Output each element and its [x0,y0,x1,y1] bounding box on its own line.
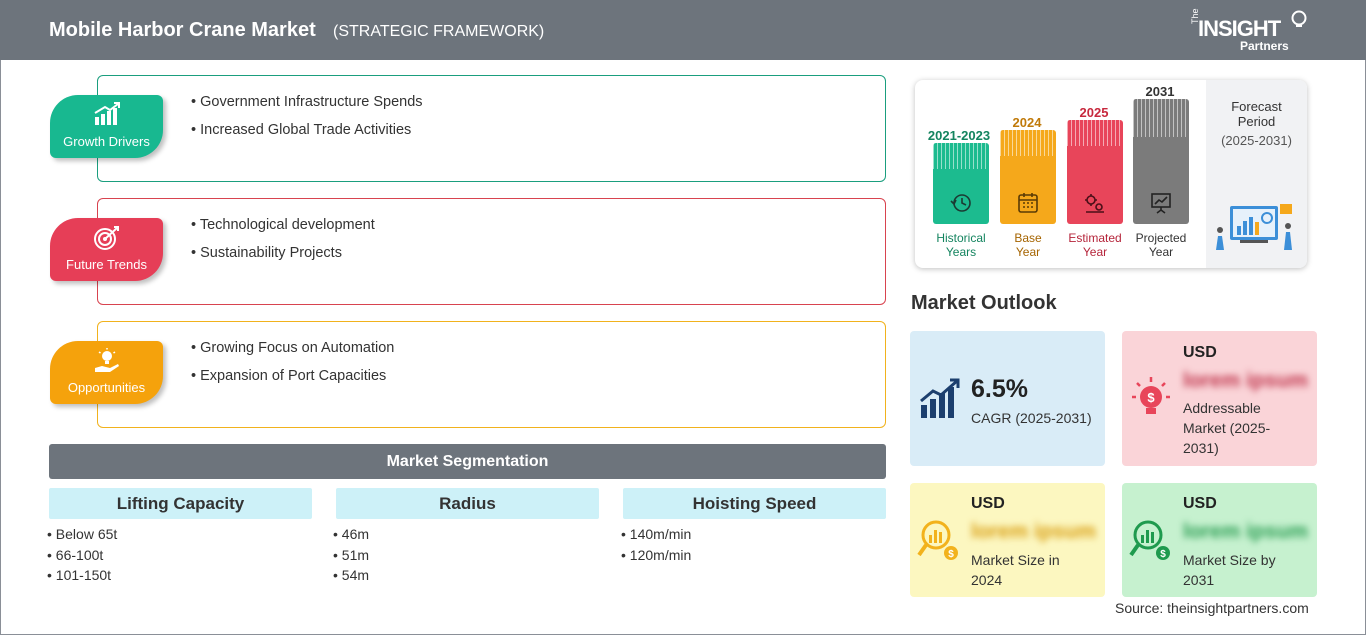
opportunities-badge: Opportunities [50,341,163,404]
presentation-icon [1151,193,1171,214]
opportunities-list: Growing Focus on Automation Expansion of… [191,340,394,396]
lifting-capacity-list: Below 65t 66-100t 101-150t [47,526,117,588]
opportunities-box: Growing Focus on Automation Expansion of… [97,321,886,428]
timeline-bar-base [1000,130,1056,224]
dollar-bulb-icon: $ [1132,377,1170,414]
badge-label: Growth Drivers [63,134,150,149]
addressable-market-card: USD lorem ipsum $ Addressable Market (20… [1122,331,1317,466]
timeline-year: 2021-2023 [927,128,991,143]
calendar-icon [1018,193,1038,213]
list-item: Below 65t [47,526,117,547]
cagr-value: 6.5% [971,375,1028,403]
list-item: 120m/min [621,547,691,568]
list-item: 46m [333,526,369,547]
market-size-2024-card: USD lorem ipsum $ Market Size in 2024 [910,483,1105,597]
market-size-2024-description: Market Size in 2024 [971,552,1060,588]
svg-text:$: $ [948,549,954,560]
list-item: 66-100t [47,547,117,568]
radius-list: 46m 51m 54m [333,526,369,588]
forecast-period: (2025-2031) [1221,133,1292,148]
page-title: Mobile Harbor Crane Market [49,19,316,41]
logo-bulb-icon [1291,10,1307,27]
svg-text:$: $ [1147,390,1155,405]
badge-label: Opportunities [67,380,146,395]
future-trends-list: Technological development Sustainability… [191,217,375,273]
cagr-label: CAGR (2025-2031) [971,410,1092,426]
list-item: 51m [333,547,369,568]
source-link[interactable]: Source: theinsightpartners.com [1115,600,1309,616]
growth-bars-icon [920,378,960,418]
segment-heading-radius: Radius [336,488,599,519]
timeline-label: Base Year [1014,231,1042,259]
future-trends-badge: Future Trends [50,218,163,281]
timeline-card: 2021-2023 Historical Years 2024 Base Yea… [915,80,1307,268]
target-icon [94,226,119,250]
insight-partners-logo[interactable]: The INSIGHT Partners [1190,8,1310,54]
market-size-2031-value: lorem ipsum [1183,520,1308,543]
list-item: Growing Focus on Automation [191,340,394,368]
header-bar: Mobile Harbor Crane Market (STRATEGIC FR… [0,0,1366,60]
list-item: 101-150t [47,567,117,588]
list-item: Technological development [191,217,375,245]
magnifier-chart-icon: $ [917,520,958,560]
timeline-year: 2025 [1079,105,1109,120]
timeline-bar-historical [933,143,989,224]
lightbulb-hand-icon [95,348,119,372]
svg-text:$: $ [1160,549,1166,560]
list-item: 140m/min [621,526,691,547]
growth-drivers-list: Government Infrastructure Spends Increas… [191,94,423,150]
timeline-bar-projected [1133,99,1189,224]
growth-drivers-box: Government Infrastructure Spends Increas… [97,75,886,182]
market-size-2031-card: USD lorem ipsum $ Market Size by 2031 [1122,483,1317,597]
future-trends-box: Technological development Sustainability… [97,198,886,305]
timeline-year: 2031 [1145,84,1175,99]
timeline-bar-estimated [1067,120,1123,224]
hoisting-speed-list: 140m/min 120m/min [621,526,691,567]
segment-heading-lifting-capacity: Lifting Capacity [49,488,312,519]
history-icon [950,194,971,212]
magnifier-chart-icon: $ [1129,520,1170,560]
list-item: Expansion of Port Capacities [191,368,394,396]
currency-label: USD [1183,495,1217,512]
timeline-year: 2024 [1012,115,1042,130]
market-size-2031-description: Market Size by 2031 [1183,552,1276,588]
market-outlook-title: Market Outlook [911,292,1057,314]
timeline-label: Estimated Year [1068,231,1122,259]
segmentation-title: Market Segmentation [49,444,886,479]
addressable-value: lorem ipsum [1183,369,1308,392]
list-item: Government Infrastructure Spends [191,94,422,122]
gears-icon [1085,194,1104,213]
segment-heading-hoisting-speed: Hoisting Speed [623,488,886,519]
badge-label: Future Trends [66,257,147,272]
market-size-2024-value: lorem ipsum [971,520,1096,543]
page-subtitle: (STRATEGIC FRAMEWORK) [333,23,545,40]
list-item: Increased Global Trade Activities [191,122,423,150]
currency-label: USD [1183,344,1217,361]
currency-label: USD [971,495,1005,512]
forecast-panel: Forecast Period (2025-2031) [1206,80,1307,268]
list-item: 54m [333,567,369,588]
growth-drivers-badge: Growth Drivers [50,95,163,158]
forecast-title: Forecast Period [1231,99,1282,129]
cagr-card: 6.5% CAGR (2025-2031) [910,331,1105,466]
addressable-description: Addressable Market (2025- 2031) [1183,400,1271,456]
list-item: Sustainability Projects [191,245,375,273]
timeline-label: Projected Year [1135,231,1187,259]
timeline-label: Historical Years [936,231,986,259]
analysts-illustration-icon [1216,204,1292,250]
growth-chart-icon [94,102,120,125]
